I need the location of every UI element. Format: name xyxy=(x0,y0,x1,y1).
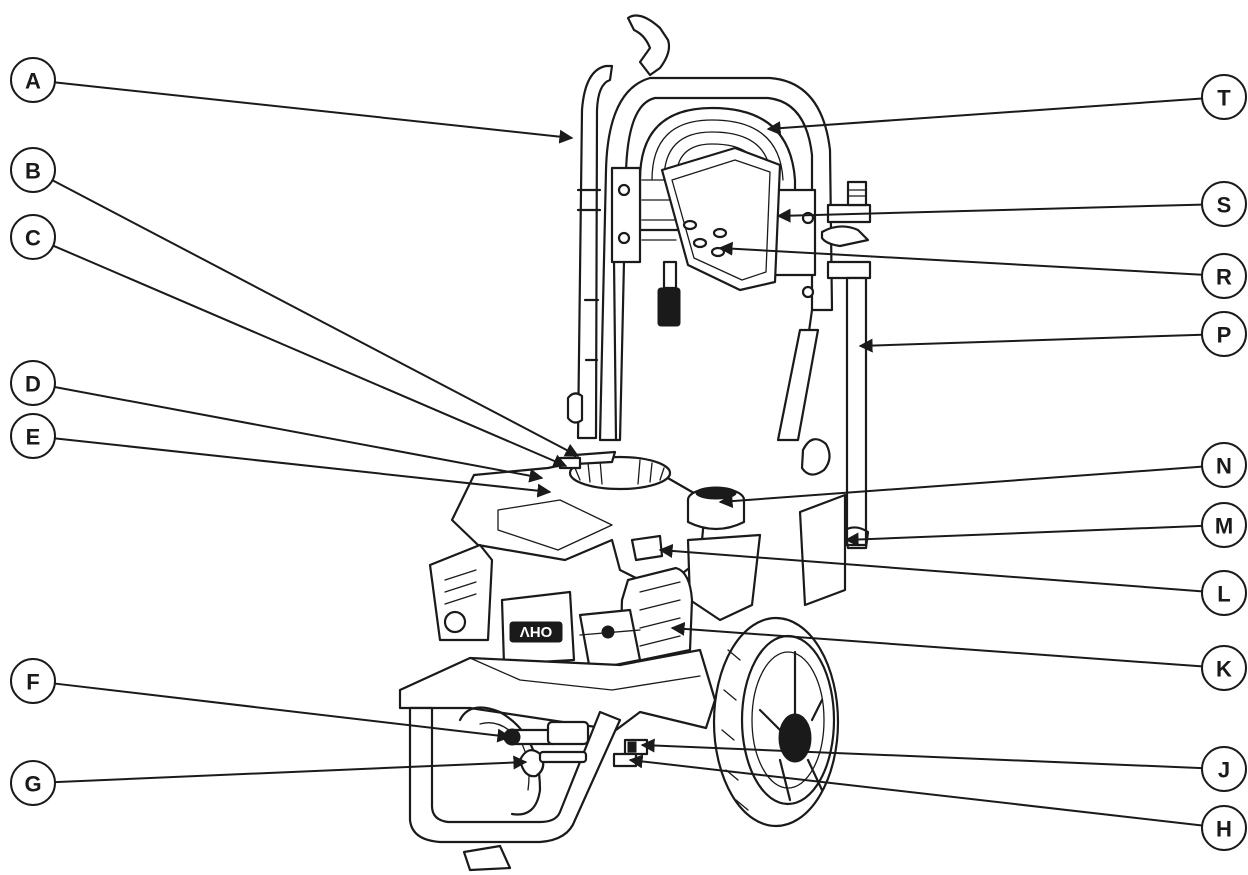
callout-label: S xyxy=(1217,193,1232,218)
callout-circle xyxy=(1201,746,1247,792)
leader-line-s xyxy=(776,203,1203,223)
leader-line-b xyxy=(52,179,580,457)
callout-circle xyxy=(10,413,56,459)
callout-circle xyxy=(10,760,56,806)
engine-badge: OHV xyxy=(500,590,576,666)
muffler xyxy=(428,543,494,642)
pump xyxy=(578,608,642,672)
leader-line-d xyxy=(54,386,544,483)
leader-line-t xyxy=(766,97,1203,136)
base-frame xyxy=(398,648,717,872)
callout-p: P xyxy=(1201,311,1247,357)
callout-circle xyxy=(1201,645,1247,691)
callout-l: L xyxy=(1201,570,1247,616)
leader-line-h xyxy=(628,754,1203,827)
callout-h: H xyxy=(1201,805,1247,851)
leader-line-l xyxy=(658,543,1203,593)
detergent-siphon-nozzle xyxy=(657,260,681,327)
callout-label: T xyxy=(1217,86,1231,111)
callout-r: R xyxy=(1201,253,1247,299)
callout-label: E xyxy=(26,425,41,450)
callout-label: P xyxy=(1217,323,1232,348)
callout-f: F xyxy=(10,658,56,704)
hose-hook-bracket xyxy=(820,180,872,280)
callout-label: N xyxy=(1216,454,1232,479)
nozzle-holder xyxy=(660,146,782,292)
callout-label: D xyxy=(25,372,41,397)
pump-fittings xyxy=(503,720,649,778)
callout-circle xyxy=(1201,442,1247,488)
leader-line-f xyxy=(54,682,512,743)
callout-k: K xyxy=(1201,645,1247,691)
callout-c: C xyxy=(10,214,56,260)
callout-b: B xyxy=(10,147,56,193)
leader-line-a xyxy=(54,81,574,144)
callout-s: S xyxy=(1201,181,1247,227)
callout-n: N xyxy=(1201,442,1247,488)
callout-circle xyxy=(1201,570,1247,616)
callout-circle xyxy=(1201,805,1247,851)
callout-label: J xyxy=(1218,758,1230,783)
callout-e: E xyxy=(10,413,56,459)
callout-circle xyxy=(1201,502,1247,548)
callout-circle xyxy=(1201,253,1247,299)
callout-t: T xyxy=(1201,74,1247,120)
leader-line-p xyxy=(858,333,1203,353)
leader-line-m xyxy=(844,524,1203,547)
callout-g: G xyxy=(10,760,56,806)
callout-j: J xyxy=(1201,746,1247,792)
leader-line-k xyxy=(670,621,1203,668)
callout-circle xyxy=(1201,74,1247,120)
fuel-cap xyxy=(686,486,746,531)
callout-circle xyxy=(10,658,56,704)
callout-label: L xyxy=(1217,582,1230,607)
callout-label: C xyxy=(25,226,41,251)
callout-label: R xyxy=(1216,265,1232,290)
callout-label: G xyxy=(24,772,41,797)
callout-d: D xyxy=(10,360,56,406)
spray-gun-holster xyxy=(843,276,870,550)
callout-a: A xyxy=(10,57,56,103)
handle-knobs xyxy=(566,392,831,476)
callout-circle xyxy=(10,147,56,193)
right-wheel xyxy=(712,616,840,828)
engine-badge-text: OHV xyxy=(520,623,553,640)
callout-circle xyxy=(10,214,56,260)
callout-label: B xyxy=(25,159,41,184)
callout-circle xyxy=(1201,311,1247,357)
leader-line-r xyxy=(718,241,1203,276)
leader-line-n xyxy=(718,465,1203,509)
callout-label: F xyxy=(26,670,39,695)
callout-m: M xyxy=(1201,502,1247,548)
callout-label: K xyxy=(1216,657,1232,682)
callout-circle xyxy=(10,57,56,103)
pressure-washer-illustration: OHV xyxy=(398,14,872,872)
callout-circle xyxy=(10,360,56,406)
leader-lines xyxy=(52,81,1203,827)
callout-label: M xyxy=(1215,514,1233,539)
handle-frame xyxy=(598,76,834,442)
leader-line-c xyxy=(52,244,568,468)
callout-label: A xyxy=(25,69,41,94)
callout-labels: A B C D E F G T S R P N M L K J H xyxy=(10,57,1247,851)
spray-wand xyxy=(576,14,671,440)
info-plate xyxy=(798,493,847,607)
callout-circle xyxy=(1201,181,1247,227)
leader-line-j xyxy=(640,738,1203,770)
leader-line-e xyxy=(54,437,552,498)
leader-line-g xyxy=(54,755,528,784)
fuel-tank xyxy=(686,533,762,622)
choke-lever xyxy=(630,534,664,562)
callout-label: H xyxy=(1216,817,1232,842)
